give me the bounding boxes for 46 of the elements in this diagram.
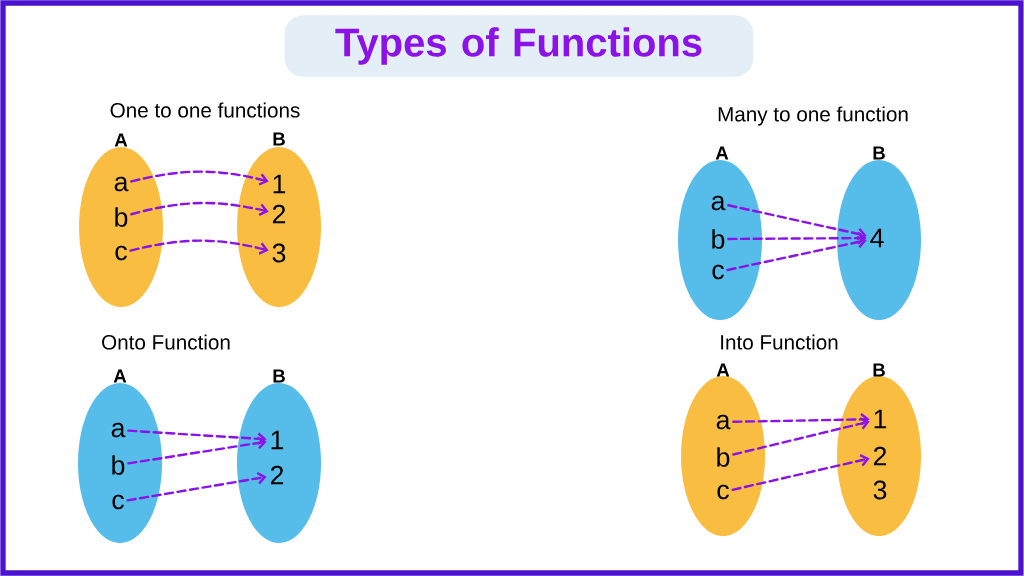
set-name: A — [716, 363, 730, 377]
set-element: a — [111, 422, 126, 438]
arrow — [731, 454, 870, 491]
set-element: b — [115, 207, 128, 227]
set-name: B — [873, 363, 885, 377]
arrow — [726, 235, 867, 272]
set-element: 2 — [270, 465, 284, 485]
set-element: a — [114, 176, 129, 192]
set-element: c — [115, 245, 127, 261]
panel-heading: One to one functions — [110, 102, 300, 118]
arrow — [127, 436, 267, 465]
set-name: B — [273, 369, 285, 383]
arrow — [727, 231, 867, 245]
set-element: 1 — [271, 430, 284, 450]
panel-heading: Into Function — [721, 334, 838, 350]
arrow — [126, 471, 267, 502]
set-element: 3 — [873, 480, 887, 500]
arrow — [129, 239, 269, 255]
arrow — [130, 201, 269, 216]
set-element: c — [717, 484, 729, 500]
set-element: 2 — [272, 204, 286, 224]
set-name: B — [873, 146, 885, 160]
panel-heading: Many to one function — [718, 106, 908, 126]
set-element: a — [716, 414, 731, 430]
set-name: A — [114, 133, 128, 147]
arrow — [732, 413, 870, 426]
arrow — [127, 429, 267, 446]
set-element: a — [711, 195, 726, 211]
set-element: c — [712, 264, 724, 280]
set-element: 3 — [272, 243, 286, 263]
set-element: 1 — [874, 409, 887, 429]
set-element: b — [717, 447, 730, 467]
set-element: b — [112, 455, 125, 475]
panel-heading: Onto Function — [102, 334, 230, 350]
set-element: b — [712, 229, 725, 249]
set-name: A — [715, 146, 729, 160]
set-name: B — [273, 132, 285, 146]
set-element: 1 — [273, 174, 286, 194]
set-name: A — [113, 369, 127, 383]
arrow — [732, 417, 870, 456]
title-banner: Types of Functions — [284, 15, 754, 77]
set-element: c — [112, 494, 124, 510]
arrow — [130, 170, 269, 186]
set-element: 4 — [870, 228, 884, 248]
set-element: 2 — [873, 446, 887, 466]
arrow — [727, 204, 867, 241]
